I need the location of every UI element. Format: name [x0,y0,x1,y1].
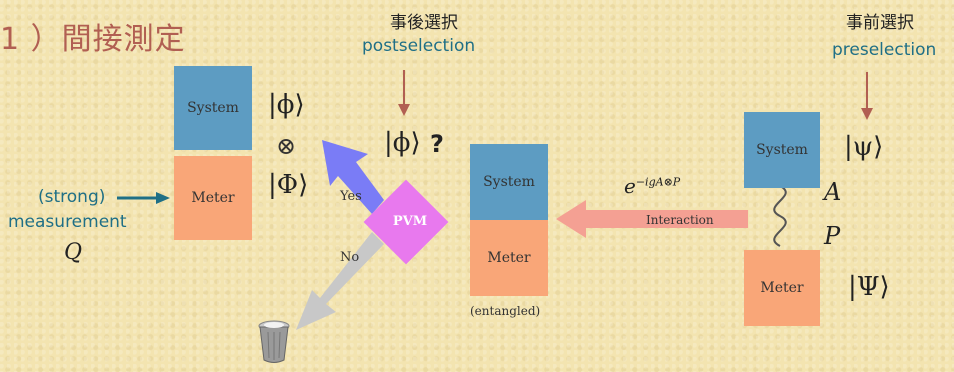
right-system-box: System [744,112,820,188]
left-system-box: System [174,66,252,150]
postselected-phi-ket: |ϕ⟩ [384,128,421,158]
measurement-label: measurement [8,212,127,232]
left-phi-ket: |ϕ⟩ [268,90,305,120]
left-Phi-ket: |Φ⟩ [268,170,309,200]
postselection-en-label: postselection [362,36,476,56]
coupling-squiggle [773,185,787,247]
strong-label: (strong) [38,187,106,207]
measurement-Q: Q [64,240,83,265]
tensor-symbol: ⊗ [276,132,297,160]
interaction-label: Interaction [646,213,714,227]
no-label: No [340,250,360,265]
yes-label: Yes [340,189,362,204]
middle-system-box: System [470,144,548,220]
preselection-en-label: preselection [832,40,937,60]
yes-arrow [322,140,384,214]
right-meter-box: Meter [744,250,820,326]
operator-base: e [624,174,636,198]
postselection-jp-label: 事後選択 [390,13,458,33]
interaction-operator: e−igA⊗P [624,174,680,198]
operator-exponent: −igA⊗P [635,175,681,189]
page-title: 1 ）間接測定 [0,22,186,57]
middle-meter-box: Meter [470,220,548,296]
right-A-operator: A [824,178,842,206]
interaction-arrow [556,200,748,238]
right-Psi-ket: |Ψ⟩ [848,272,890,302]
pvm-label: PVM [392,214,428,229]
question-mark: ? [430,130,444,158]
entangled-caption: (entangled) [470,304,541,318]
trash-can-icon [258,320,290,364]
no-arrow [296,232,384,330]
right-psi-ket: |ψ⟩ [844,132,884,162]
preselection-jp-label: 事前選択 [846,13,914,33]
right-P-operator: P [824,222,841,250]
left-meter-box: Meter [174,156,252,240]
